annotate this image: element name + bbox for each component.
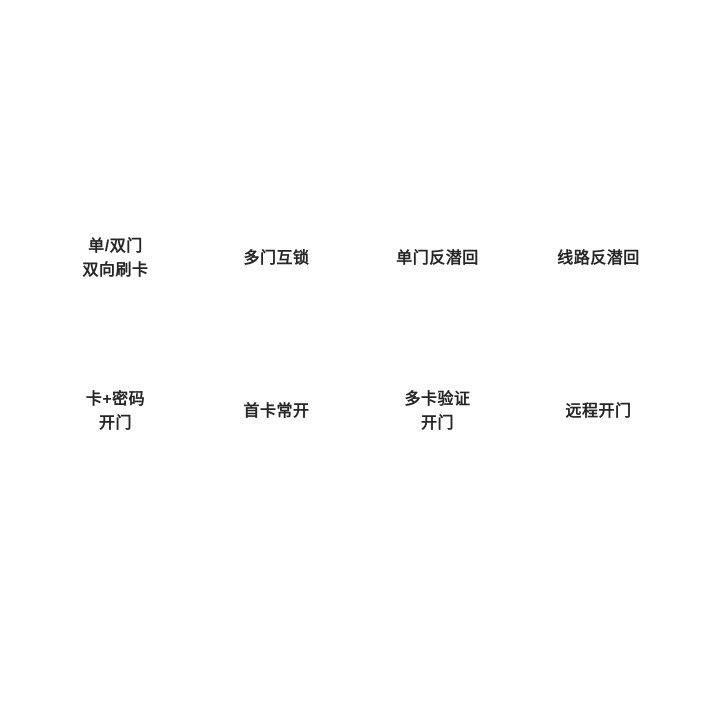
feature-item: 多卡验证 开门 (357, 335, 518, 488)
feature-label-multi-door-interlock: 多门互锁 (243, 249, 310, 267)
feature-label-dual-door-bidirectional-swipe: 单/双门 双向刷卡 (82, 237, 149, 279)
feature-label-remote-door-open: 远程开门 (565, 402, 632, 420)
feature-item: 卡+密码 开门 (35, 335, 196, 488)
feature-item: 远程开门 (518, 335, 679, 488)
feature-grid: 单/双门 双向刷卡 多门互锁 单门反潜回 线路反潜回 卡+密码 开门 首卡常开 … (35, 182, 679, 488)
feature-label-multi-card-verify-open: 多卡验证 开门 (404, 390, 471, 432)
feature-label-first-card-normally-open: 首卡常开 (243, 402, 310, 420)
feature-item: 线路反潜回 (518, 182, 679, 335)
feature-item: 首卡常开 (196, 335, 357, 488)
feature-item: 单/双门 双向刷卡 (35, 182, 196, 335)
feature-item: 多门互锁 (196, 182, 357, 335)
feature-label-single-door-anti-passback: 单门反潜回 (396, 249, 479, 267)
feature-label-line-anti-passback: 线路反潜回 (557, 249, 640, 267)
feature-item: 单门反潜回 (357, 182, 518, 335)
feature-label-card-plus-password-open: 卡+密码 开门 (85, 390, 146, 432)
